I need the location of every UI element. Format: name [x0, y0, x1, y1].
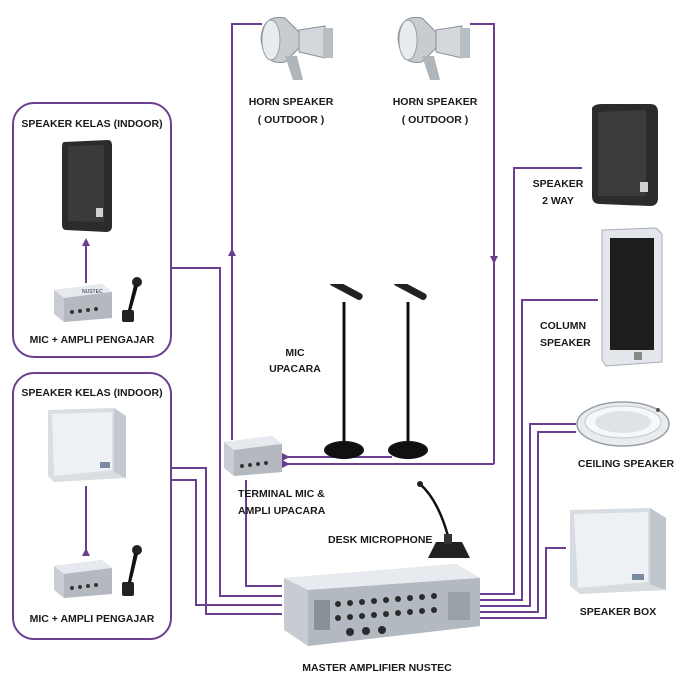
mic-stand-left-icon: [324, 284, 364, 459]
wire-out-box: [478, 547, 566, 619]
speaker-2way-label-2: 2 WAY: [542, 195, 574, 207]
column-speaker-label-1: COLUMN: [540, 320, 587, 332]
speaker-2way-icon: [592, 104, 658, 206]
ceiling-speaker-label: CEILING SPEAKER: [577, 458, 675, 470]
speaker-box-label: SPEAKER BOX: [579, 606, 657, 618]
classroom-speaker-dark-icon: [62, 140, 112, 232]
wire-horn-loop: [231, 23, 495, 464]
classroom-bottom-title: SPEAKER KELAS (INDOOR): [21, 387, 163, 399]
column-speaker-label-2: SPEAKER: [540, 337, 591, 349]
arrow-horn-up: [228, 248, 236, 256]
column-speaker-icon: [601, 227, 663, 367]
wire-out-ceiling: [478, 423, 576, 607]
horn-right-label-1: HORN SPEAKER: [392, 96, 478, 108]
horn-speaker-left-icon: [260, 16, 333, 80]
wire-out-ceiling-2: [478, 431, 576, 613]
teacher-amp-icon: NUSTEC: [54, 284, 112, 322]
amp-brand-logo: NUSTEC: [82, 289, 103, 295]
horn-left-label-2: ( OUTDOOR ): [257, 114, 325, 126]
classroom-top-mic-label: MIC + AMPLI PENGAJAR: [29, 334, 155, 346]
mic-stand-right-icon: [388, 284, 428, 459]
horn-speaker-right-icon: [397, 16, 470, 80]
terminal-label-2: AMPLI UPACARA: [238, 505, 326, 517]
handheld-mic-icon: [122, 277, 142, 322]
horn-right-label-2: ( OUTDOOR ): [401, 114, 469, 126]
classroom-box-top: [12, 102, 172, 358]
desk-microphone-label: DESK MICROPHONE: [328, 534, 433, 546]
desk-microphone-icon: [417, 481, 470, 558]
classroom-box-bottom: [12, 372, 172, 640]
speaker-box-icon: [570, 508, 666, 594]
master-amplifier-label: MASTER AMPLIFIER NUSTEC: [302, 662, 452, 674]
classroom-speaker-light-icon: [48, 408, 126, 482]
terminal-amp-icon: [224, 436, 282, 476]
wire-class-bottom-1: [172, 467, 282, 615]
wire-out-column: [478, 299, 598, 601]
wire-terminal: [245, 480, 282, 587]
master-amplifier-icon: [284, 564, 480, 646]
classroom-bottom-mic-label: MIC + AMPLI PENGAJAR: [29, 613, 155, 625]
terminal-label-1: TERMINAL MIC &: [238, 488, 325, 500]
wire-class-top: [172, 267, 282, 597]
arrow-terminal-in: [282, 460, 290, 468]
mic-upacara-label-2: UPACARA: [269, 363, 321, 375]
handheld-mic-icon-2: [122, 545, 142, 596]
wire-class-bottom-2: [172, 479, 282, 606]
mic-upacara-label-1: MIC: [285, 347, 305, 359]
wire-out-2way: [478, 167, 582, 595]
horn-left-label-1: HORN SPEAKER: [248, 96, 334, 108]
speaker-2way-label-1: SPEAKER: [532, 178, 584, 190]
arrow-terminal-in-2: [282, 453, 290, 461]
arrow-horn-down: [490, 256, 498, 264]
ceiling-speaker-icon: [576, 401, 670, 447]
classroom-top-title: SPEAKER KELAS (INDOOR): [21, 118, 163, 130]
teacher-amp-icon-2: [54, 560, 112, 598]
